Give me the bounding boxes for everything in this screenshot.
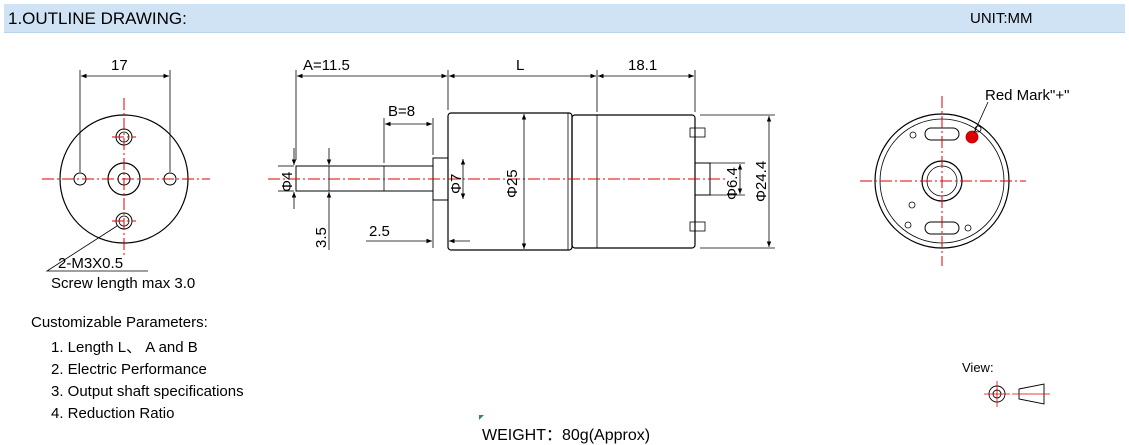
front-width-dimension: 17: [111, 57, 128, 74]
thread-spec: 2-M3X0.5: [58, 255, 123, 272]
dimension-body-diameter: Φ25: [504, 169, 521, 198]
view-label: View:: [962, 360, 994, 375]
red-mark-dot: [965, 130, 979, 144]
weight-marker: [479, 415, 484, 420]
dimension-boss-diameter: Φ7: [448, 174, 465, 194]
dimension-shaft-diameter: Φ4: [279, 172, 296, 192]
motor-body: [571, 114, 696, 249]
screw-length-note: Screw length max 3.0: [51, 275, 195, 292]
params-title: Customizable Parameters:: [31, 314, 208, 331]
dimension-l: L: [516, 57, 524, 74]
dimension-rear-length: 18.1: [628, 57, 657, 74]
section-header: 1.OUTLINE DRAWING: UNIT:MM: [4, 4, 1125, 33]
list-item: 3. Output shaft specifications: [51, 383, 244, 400]
dimension-boss-length: 2.5: [369, 223, 390, 240]
red-mark-label: Red Mark"+": [985, 87, 1069, 104]
customizable-parameters: Customizable Parameters: 1. Length L、 A …: [31, 314, 244, 425]
dimension-shaft-flat: 3.5: [313, 227, 330, 248]
list-item: 1. Length L、 A and B: [51, 339, 198, 356]
dimension-b: B=8: [388, 103, 415, 120]
side-view: A=11.5 L 18.1 B=8 Φ4 3.5 2.5 Φ7 Φ25 Φ6.4: [268, 57, 775, 251]
view-symbol: [984, 381, 1050, 407]
list-item: 2. Electric Performance: [51, 361, 207, 378]
dimension-rear-boss-diameter: Φ6.4: [724, 167, 741, 200]
params-list: 1. Length L、 A and B 2. Electric Perform…: [31, 337, 244, 425]
weight-label: WEIGHT：80g(Approx): [482, 427, 651, 444]
dimension-motor-diameter: Φ24.4: [753, 161, 770, 202]
rear-view: Red Mark"+": [860, 87, 1069, 266]
dimension-a: A=11.5: [303, 57, 350, 74]
list-item: 4. Reduction Ratio: [51, 405, 175, 422]
terminal-bottom: [689, 221, 706, 232]
terminal-top: [689, 127, 706, 138]
section-title: 1.OUTLINE DRAWING:: [8, 9, 187, 28]
unit-label: UNIT:MM: [970, 10, 1033, 27]
front-view: 17 2-M3X0.5 Screw length max 3.0: [42, 57, 210, 292]
